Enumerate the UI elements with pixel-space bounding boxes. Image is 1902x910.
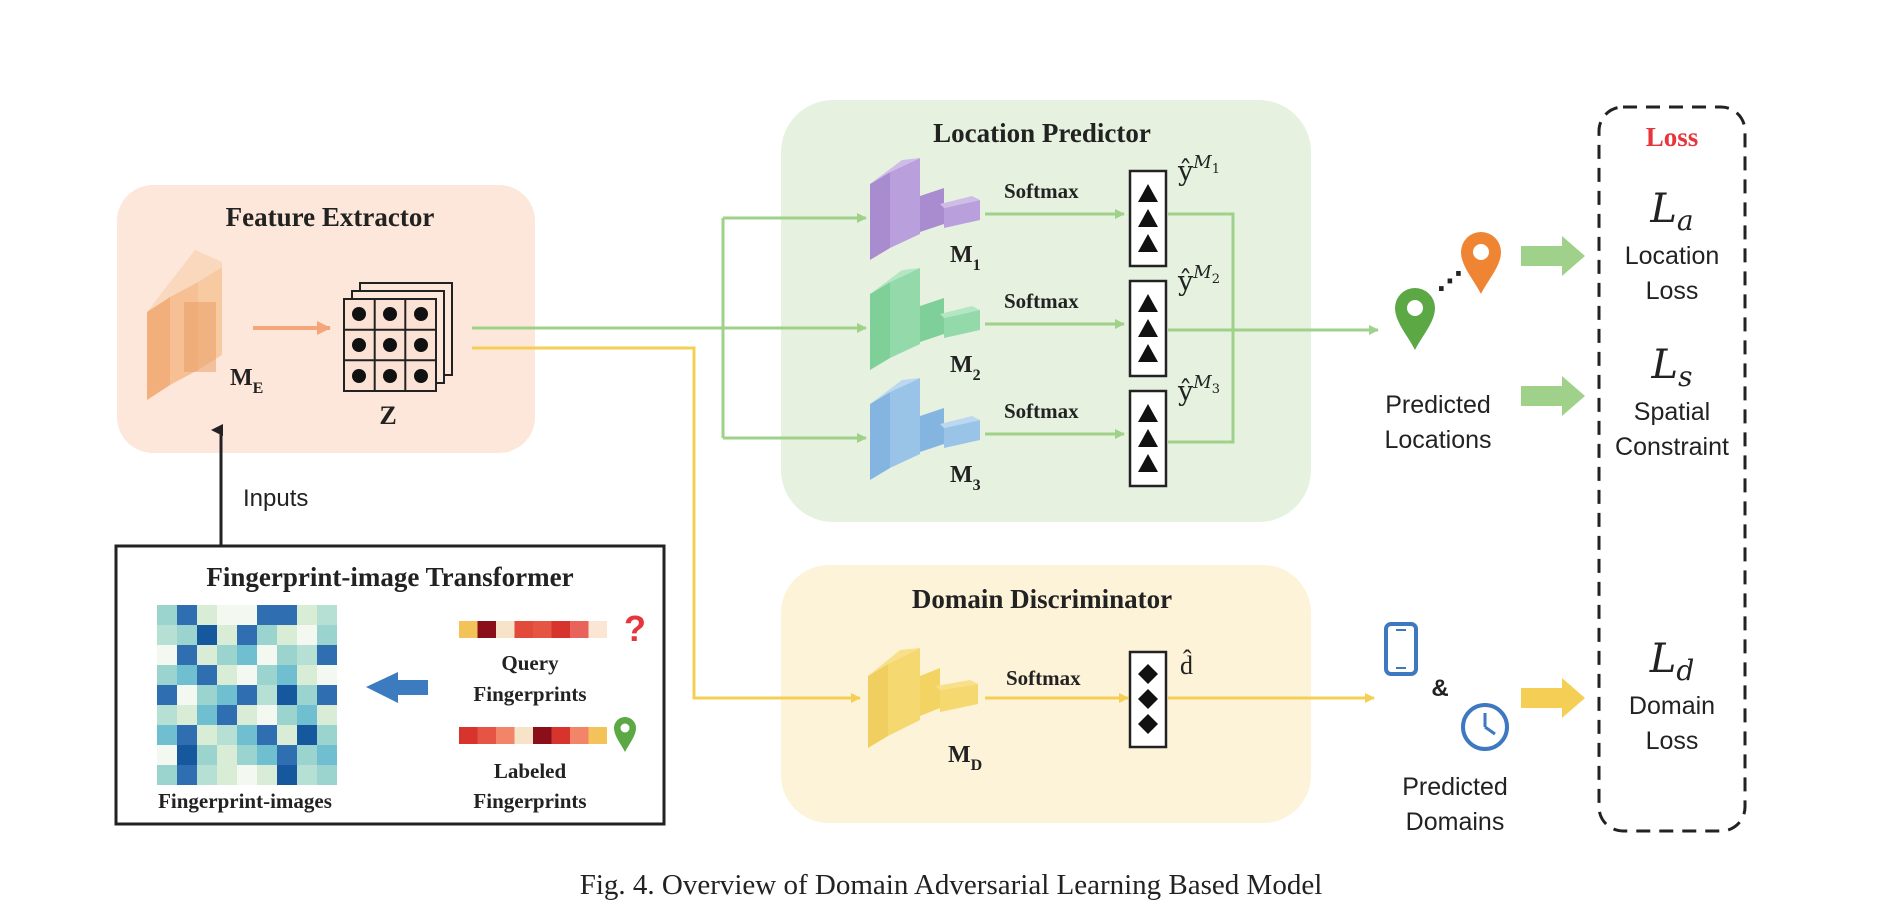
model-md-label: MD: [948, 742, 982, 774]
loss-symbol-d: Ld: [1649, 636, 1695, 687]
m1-softmax-label: Softmax: [1004, 179, 1079, 203]
location-predictor-title: Location Predictor: [933, 118, 1151, 148]
domain-output-vector: [1128, 650, 1168, 749]
fingerprint-images-label: Fingerprint-images: [158, 789, 332, 813]
feature-z-grid-icon: [343, 282, 453, 392]
figure-caption: Fig. 4. Overview of Domain Adversarial L…: [580, 869, 1323, 901]
predicted-locations-line1: Predicted: [1385, 391, 1491, 419]
labeled-fingerprint-bar: [459, 727, 607, 744]
phone-icon: [1384, 622, 1418, 676]
orange-location-pin-icon: [1461, 232, 1501, 294]
model-m3-block-icon: [870, 378, 980, 480]
transformer-panel: Fingerprint-image Transformer Fingerprin…: [114, 544, 666, 826]
to-location-loss-arrow-icon: [1521, 236, 1585, 276]
to-domain-loss-arrow-icon: [1521, 678, 1585, 718]
loss-line1-d: Domain: [1629, 692, 1715, 720]
m3-output-vector: [1128, 389, 1168, 488]
model-m3-label: M3: [950, 462, 981, 494]
loss-line2-a: Loss: [1646, 277, 1699, 305]
fingerprint-image-heatmap: [157, 605, 337, 785]
query-label-1: Query: [501, 651, 559, 675]
to-spatial-constraint-arrow-icon: [1521, 376, 1585, 416]
loss-panel: [1597, 105, 1747, 833]
transformer-title: Fingerprint-image Transformer: [206, 562, 573, 592]
model-m2-group: M2 Softmax ŷM2: [870, 262, 1220, 384]
model-m1-group: M1 Softmax ŷM1: [870, 152, 1220, 274]
z-to-discriminator-arrow: [472, 346, 861, 703]
feature-extractor-panel: Feature Extractor ME Z: [117, 185, 535, 453]
ampersand-label: &: [1431, 675, 1448, 702]
feature-extractor-title: Feature Extractor: [226, 202, 435, 232]
domain-discriminator-panel: Domain Discriminator: [781, 565, 1311, 823]
m2-output-vector: [1128, 279, 1168, 378]
loss-line2-s: Constraint: [1615, 433, 1729, 461]
loss-line2-d: Loss: [1646, 727, 1699, 755]
feature-z-label: Z: [379, 401, 396, 430]
loss-symbol-s: Ls: [1651, 342, 1693, 393]
m3-softmax-label: Softmax: [1004, 399, 1079, 423]
loss-line1-s: Spatial: [1634, 398, 1710, 426]
model-m1-label: M1: [950, 242, 981, 274]
query-label-2: Fingerprints: [473, 682, 586, 706]
clock-icon: [1461, 703, 1509, 751]
model-me-block-icon: [147, 250, 222, 400]
pins-ellipsis-icon: ⋰: [1437, 266, 1463, 296]
query-fingerprint-bar: [459, 621, 607, 638]
predicted-locations-line2: Locations: [1384, 426, 1491, 454]
loss-symbol-a: La: [1649, 186, 1693, 237]
model-m2-block-icon: [870, 268, 980, 370]
m2-output-label: ŷM2: [1177, 262, 1220, 297]
m3-output-label: ŷM3: [1177, 372, 1220, 407]
model-m3-group: M3 Softmax ŷM3: [870, 372, 1220, 494]
m1-output-vector: [1128, 169, 1168, 268]
loss-title: Loss: [1646, 122, 1699, 152]
m2-softmax-label: Softmax: [1004, 289, 1079, 313]
labeled-label-1: Labeled: [494, 759, 567, 783]
transform-arrow-icon: [366, 672, 428, 703]
model-m2-label: M2: [950, 352, 981, 384]
loss-line1-a: Location: [1625, 242, 1720, 270]
inputs-label: Inputs: [243, 485, 308, 512]
labeled-label-2: Fingerprints: [473, 789, 586, 813]
location-pin-icon: [614, 717, 636, 752]
model-m1-block-icon: [870, 158, 980, 260]
green-location-pin-icon: [1395, 288, 1435, 350]
question-mark-icon: ?: [624, 608, 646, 649]
md-softmax-label: Softmax: [1006, 666, 1081, 690]
m1-output-label: ŷM1: [1177, 152, 1220, 187]
domain-discriminator-title: Domain Discriminator: [912, 584, 1172, 614]
outputs-merge-line: [1168, 212, 1235, 444]
model-me-label: ME: [230, 365, 263, 397]
predicted-domains-line1: Predicted: [1402, 773, 1508, 801]
predicted-domains-line2: Domains: [1406, 808, 1505, 836]
model-md-block-icon: [868, 648, 978, 748]
domain-output-label: d̂: [1180, 650, 1193, 680]
